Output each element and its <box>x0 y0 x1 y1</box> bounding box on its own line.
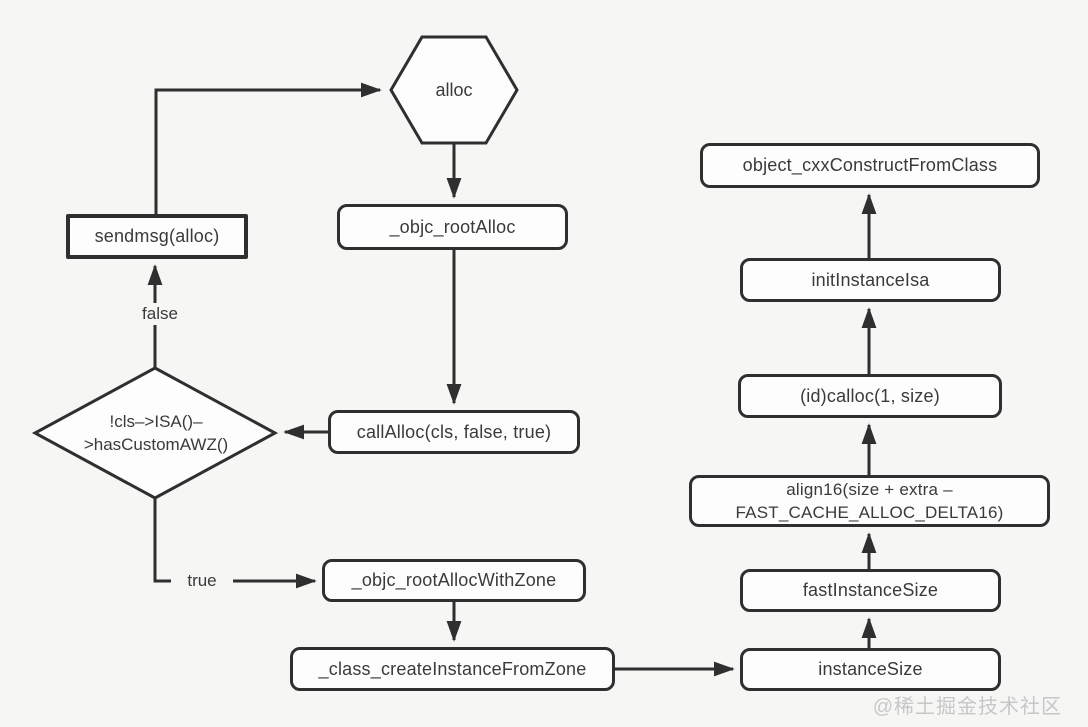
node-has-custom-awz: !cls–>ISA()– >hasCustomAWZ() <box>83 412 229 454</box>
node-fast-instance-size: fastInstanceSize <box>740 569 1001 612</box>
node-alloc: alloc <box>435 79 473 100</box>
diamond-shape-hascustomawz <box>31 366 279 500</box>
hexagon-shape-alloc <box>389 35 519 145</box>
node-instance-size: instanceSize <box>740 648 1001 691</box>
node-init-instance-isa: initInstanceIsa <box>740 258 1001 302</box>
node-align16: align16(size + extra – FAST_CACHE_ALLOC_… <box>689 475 1050 527</box>
edge-label-true: true <box>171 570 233 592</box>
node-call-alloc: callAlloc(cls, false, true) <box>328 410 580 454</box>
node-objc-root-alloc-with-zone: _objc_rootAllocWithZone <box>322 559 586 602</box>
edge-diamond-true-to-rootallocwithzone <box>153 497 317 589</box>
node-id-calloc: (id)calloc(1, size) <box>738 374 1002 418</box>
edge-sendmsg-to-alloc <box>154 82 382 214</box>
edge-label-false: false <box>126 303 194 325</box>
node-class-create-instance-from-zone: _class_createInstanceFromZone <box>290 647 615 691</box>
node-objc-root-alloc: _objc_rootAlloc <box>337 204 568 250</box>
node-object-cxx-construct-from-class: object_cxxConstructFromClass <box>700 143 1040 188</box>
watermark-text: @稀土掘金技术社区 <box>872 696 1062 718</box>
node-sendmsg-alloc: sendmsg(alloc) <box>66 214 248 259</box>
